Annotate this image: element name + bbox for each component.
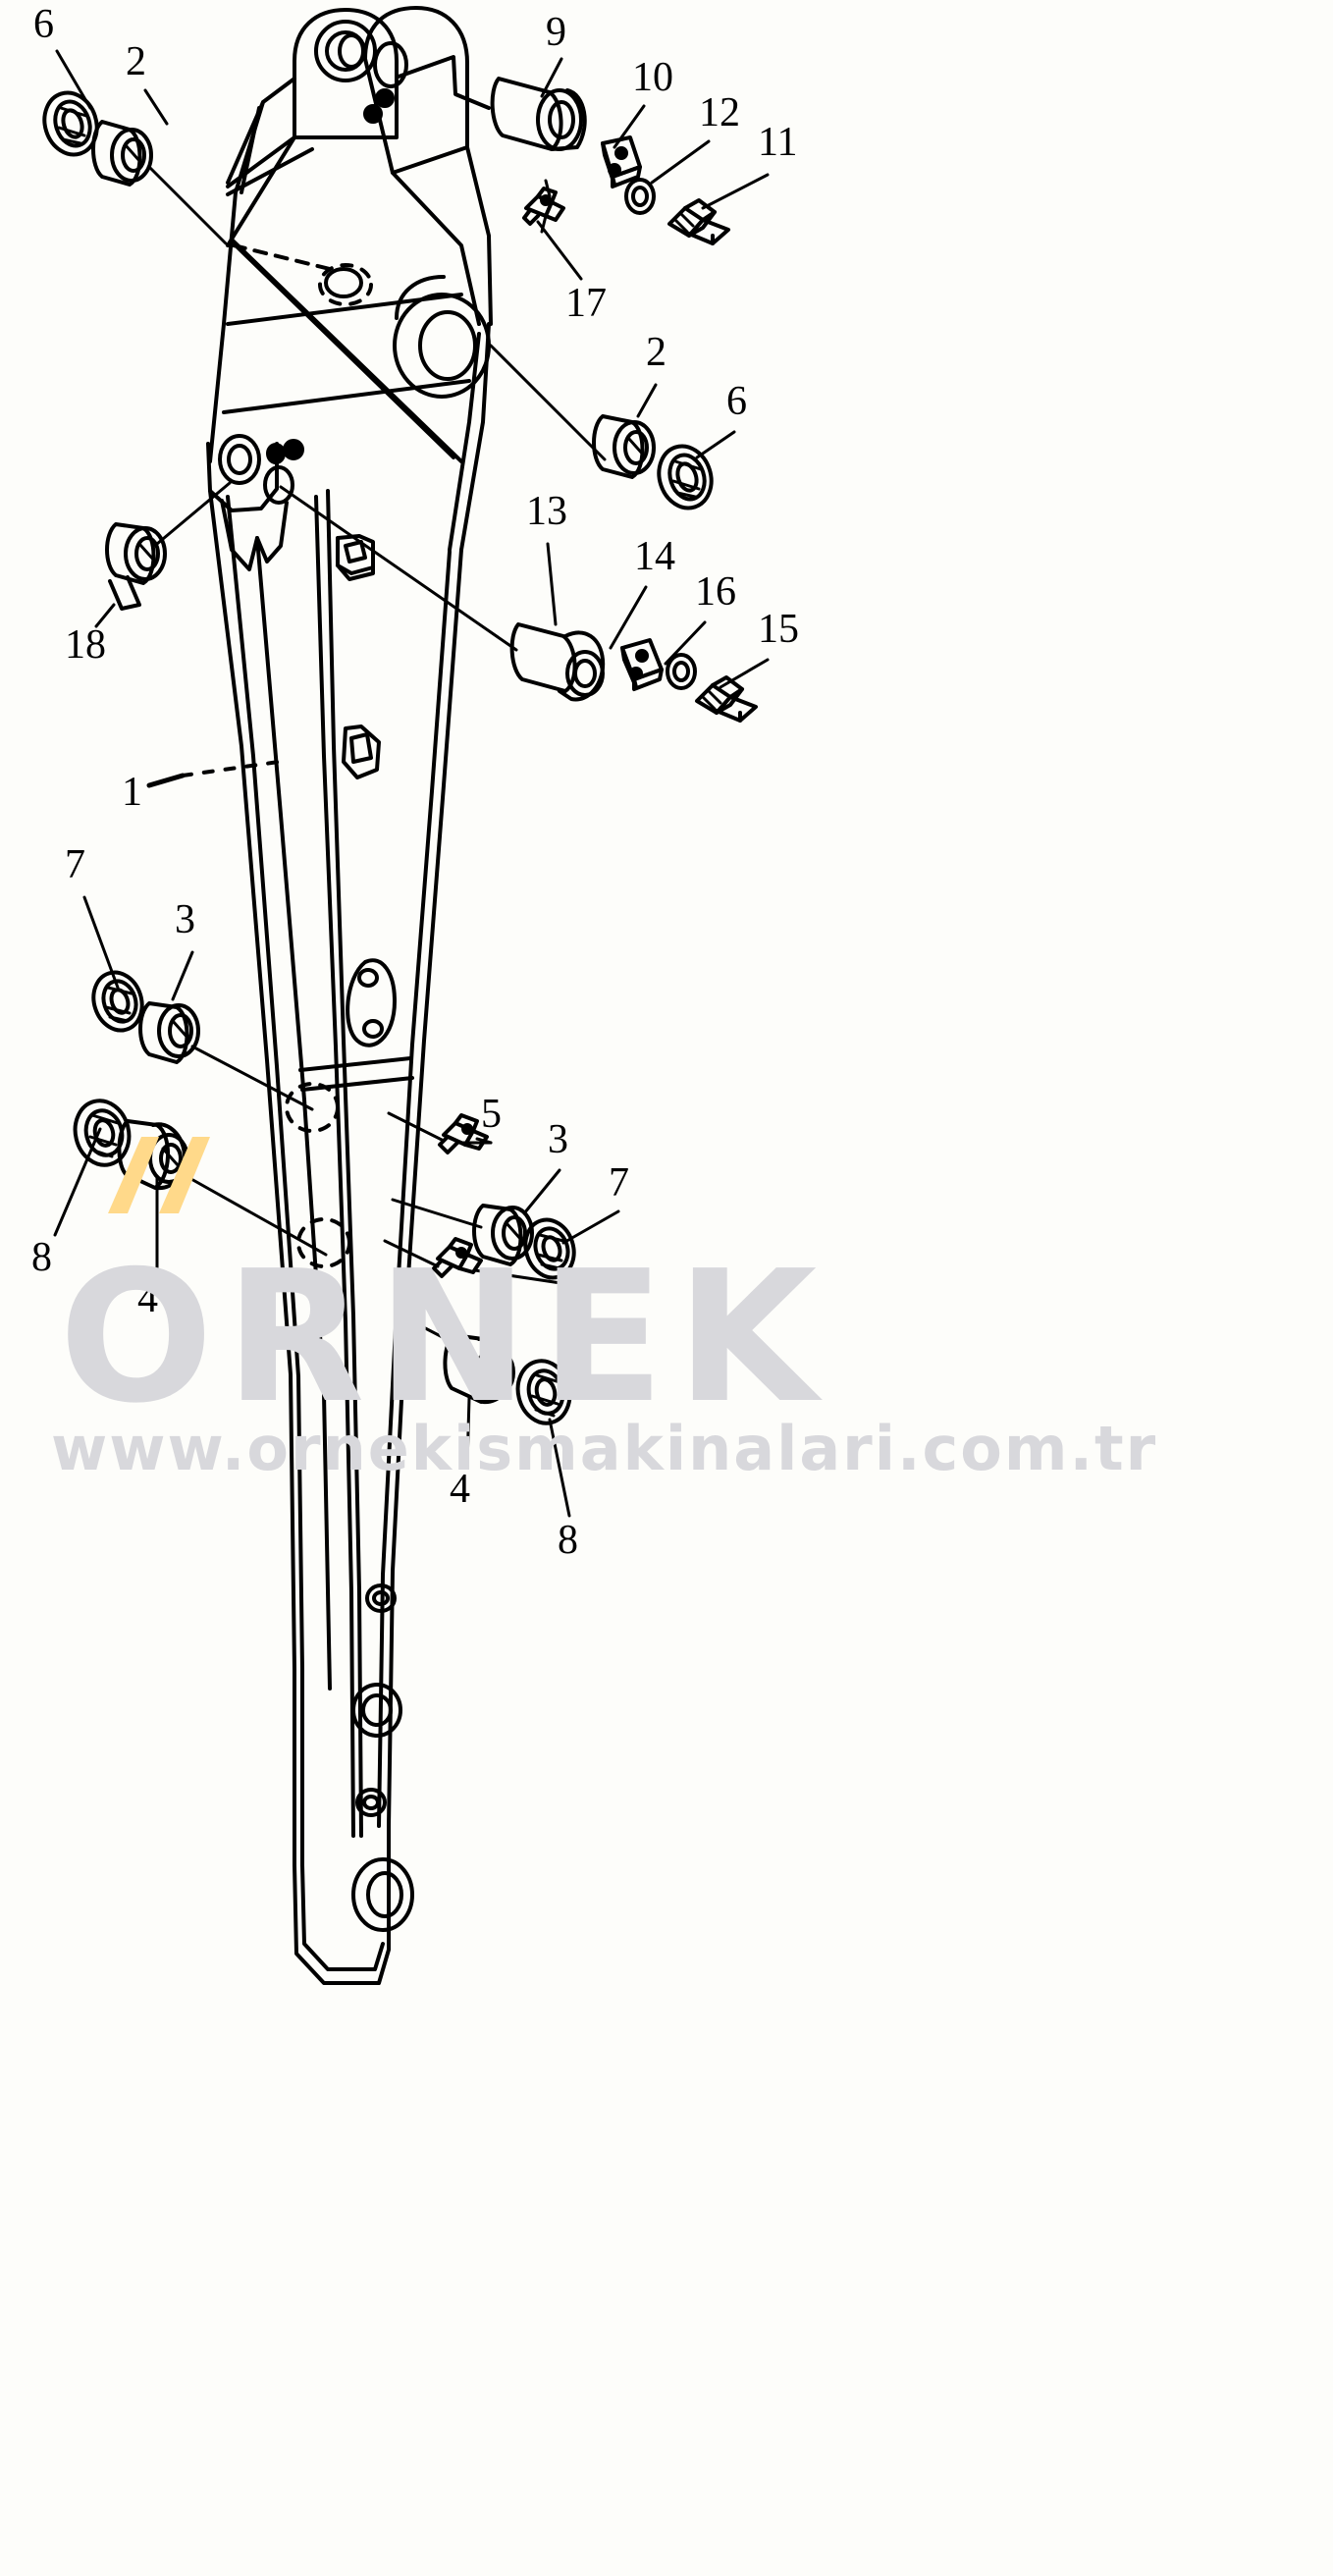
callout-4-left: 4 [137, 1276, 158, 1321]
part-17-grease-fitting [522, 179, 583, 281]
callout-13: 13 [526, 489, 567, 534]
callout-5-lower: 5 [560, 1284, 580, 1329]
arm-body-outline [206, 6, 493, 1985]
callout-2-top-left: 2 [126, 39, 146, 84]
callout-9: 9 [546, 10, 566, 55]
callout-18: 18 [65, 622, 106, 668]
callout-2-mid-right: 2 [646, 330, 666, 375]
part-13-pin [279, 485, 606, 702]
callout-8-left: 8 [31, 1235, 52, 1280]
part-11-bolt [667, 198, 730, 245]
part-5-grease-fitting-a [387, 1111, 493, 1154]
callout-7-right: 7 [609, 1160, 629, 1206]
part-14-lock-plate [620, 638, 664, 691]
callout-3-left: 3 [175, 897, 195, 942]
callout-14: 14 [634, 534, 675, 579]
callout-15: 15 [758, 607, 799, 652]
part-4-bushing-flanged-a [117, 1119, 328, 1274]
part-2-upper-bushing [91, 120, 228, 245]
part-12-washer [624, 178, 656, 215]
part-3-lower-bushing-b [391, 1198, 534, 1266]
callout-12: 12 [699, 90, 740, 135]
callout-leaders [53, 49, 770, 1245]
part-15-bolt [695, 675, 758, 723]
part-2-mid-bushing [489, 344, 656, 479]
part-1-leader [146, 760, 281, 788]
part-8-dust-seal-b [515, 1359, 572, 1518]
part-4-bushing-flanged-b [406, 1317, 515, 1467]
part-7-lower-seal-a [91, 970, 144, 1033]
part-3-lower-bushing-a [138, 1001, 314, 1111]
callout-6-top-left: 6 [33, 2, 54, 47]
callout-8-bottom: 8 [558, 1518, 578, 1563]
part-18-bushing-sleeve [94, 481, 232, 628]
callout-11: 11 [758, 120, 798, 165]
callout-16: 16 [695, 569, 736, 615]
callout-6-mid-right: 6 [726, 379, 747, 424]
callout-4-bottom: 4 [450, 1467, 470, 1512]
part-6-mid-seal [657, 444, 714, 510]
part-16-washer [666, 653, 697, 690]
callout-17: 17 [565, 281, 607, 326]
callout-3-right: 3 [548, 1117, 568, 1162]
part-8-dust-seal-a [73, 1099, 132, 1167]
part-9-pin [397, 55, 587, 151]
callout-7-left: 7 [65, 842, 85, 887]
part-5-grease-fitting-b [383, 1237, 569, 1286]
callout-5-upper: 5 [481, 1092, 502, 1137]
part-6-upper-seal [42, 90, 99, 157]
callout-10: 10 [632, 55, 673, 100]
part-7-lower-seal-b [523, 1217, 576, 1280]
callout-1: 1 [122, 770, 142, 815]
